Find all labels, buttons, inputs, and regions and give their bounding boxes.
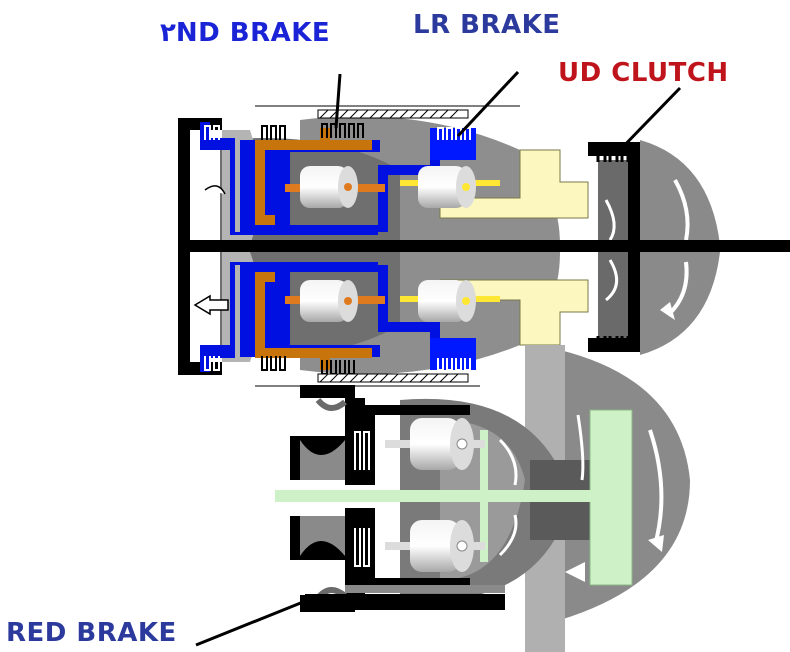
red-arrow-2 (498, 514, 518, 557)
red-arrowhead-outer (648, 535, 664, 552)
ud-arrowhead-bottom (660, 302, 675, 320)
plates-left-bottom-2 (261, 356, 286, 371)
left-housing (178, 118, 222, 375)
label-ud-clutch: UD CLUTCH (558, 58, 729, 88)
main-input-shaft (178, 240, 790, 252)
pinion-gear-4 (418, 280, 476, 322)
orange-frame-bottom (255, 272, 372, 370)
red-arrowhead-bottom (565, 562, 585, 582)
leader-second-brake (334, 73, 342, 129)
cream-carrier-top (439, 149, 589, 219)
red-wave-top (300, 440, 345, 480)
pinion-gear-6 (410, 520, 474, 572)
label-lr-brake: LR BRAKE (413, 10, 561, 40)
lower-gear-unit (275, 345, 690, 652)
red-wave-outer-top (315, 397, 347, 411)
left-arrow-bottom (193, 294, 229, 316)
hatched-band-bottom (255, 373, 480, 387)
ud-arrow-bottom (605, 259, 618, 302)
plates-left-top (204, 125, 220, 140)
red-arrow-3 (576, 414, 585, 481)
ud-arrow-top (604, 199, 616, 241)
red-base-grey (345, 585, 505, 593)
pinion-gear-3 (300, 280, 358, 322)
plates-lr-top (437, 127, 471, 140)
red-housing-top (300, 385, 470, 485)
leader-lr-brake (456, 70, 520, 138)
leader-ud-clutch (613, 86, 682, 157)
orange-frame-top (255, 128, 372, 225)
plates-ud-bottom (596, 336, 630, 352)
upper-gear-unit (178, 105, 790, 387)
left-arrow-top (204, 185, 226, 195)
leader-red-brake (195, 594, 319, 647)
red-base (305, 594, 505, 610)
red-arrow-1 (498, 438, 518, 486)
hatched-band-top (255, 105, 520, 119)
green-shaft (275, 490, 615, 502)
plates-left-top-2 (261, 125, 286, 140)
pinion-gear-2 (418, 166, 476, 208)
red-wave-bottom (300, 516, 345, 556)
green-sun-top (480, 430, 488, 490)
label-red-brake: RED BRAKE (6, 618, 177, 648)
red-plates-bottom (354, 528, 370, 567)
plates-lr-bottom (437, 358, 471, 371)
red-arrow-outer (648, 429, 664, 546)
plates-left-bottom (204, 356, 220, 371)
red-plates-top (354, 431, 370, 470)
ud-outer-arrow-top (673, 179, 690, 241)
plates-second-top (321, 123, 364, 138)
pinion-gear-5 (410, 418, 474, 470)
label-second-brake: ٢ND BRAKE (160, 18, 331, 48)
green-sun-bottom (480, 502, 488, 562)
pinion-gear-1 (300, 166, 358, 208)
